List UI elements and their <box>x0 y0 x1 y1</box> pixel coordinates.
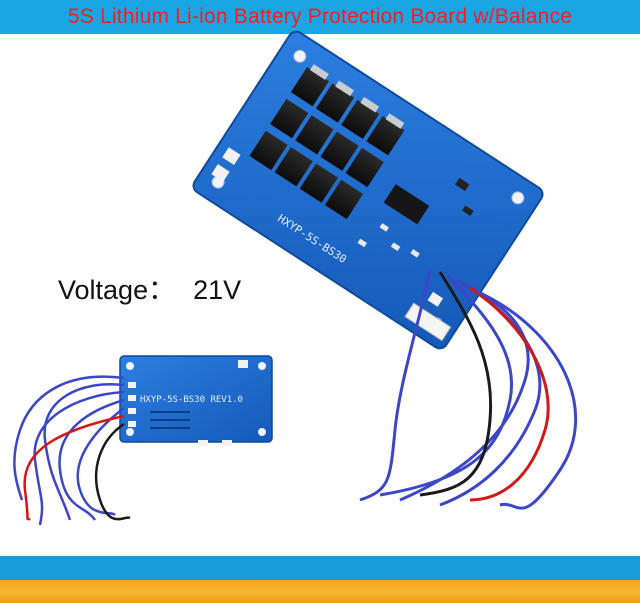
banner-title: 5S Lithium Li-ion Battery Protection Boa… <box>67 5 573 28</box>
bottom-decorative-strip <box>0 556 640 603</box>
balance-connector <box>404 302 452 342</box>
control-ic <box>383 184 430 225</box>
small-board-wire-harness <box>13 375 131 526</box>
mosfet-array <box>249 64 405 220</box>
title-banner: 5S Lithium Li-ion Battery Protection Boa… <box>0 0 640 34</box>
voltage-label: Voltage： <box>58 275 176 305</box>
large-pcb-board: HXYP-5S-BS30 <box>192 30 544 350</box>
small-board-silkscreen: HXYP-5S-BS30 REV1.0 <box>140 395 243 405</box>
voltage-spec: Voltage： 21V <box>58 268 241 307</box>
large-board-wire-harness <box>359 269 578 510</box>
product-photo: HXYP-5S-BS30 HXYP-5S-BS30 REV1.0 <box>13 30 578 526</box>
voltage-value: 21V <box>193 275 242 305</box>
small-pcb-board: HXYP-5S-BS30 REV1.0 <box>119 355 273 446</box>
